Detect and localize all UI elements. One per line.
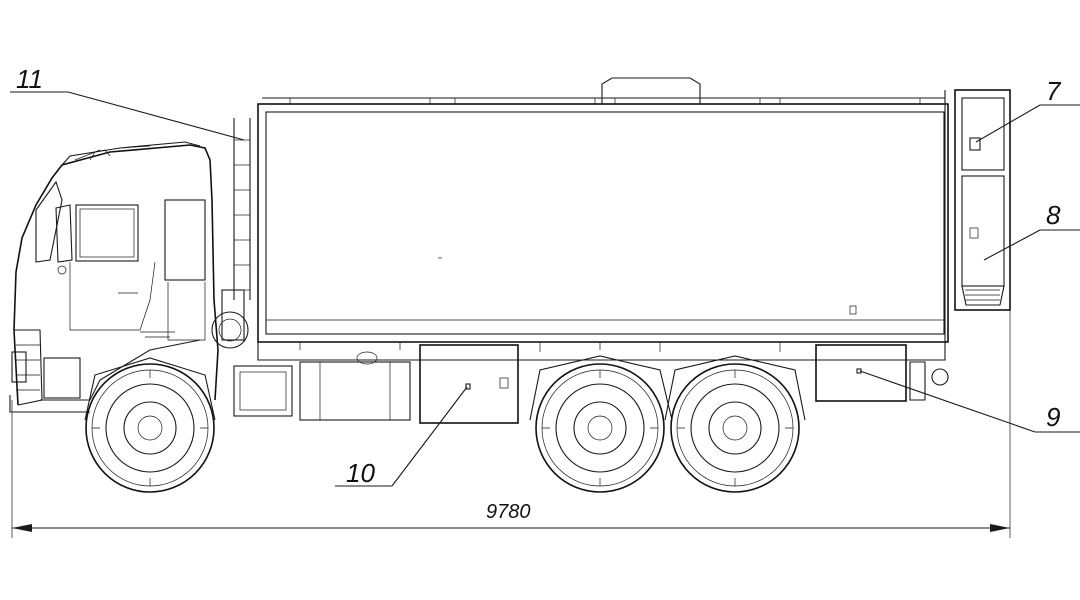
leader-lines [10, 91, 1080, 487]
dimension-label-length: 9780 [486, 501, 531, 523]
overall-length-dimension [11, 310, 1011, 538]
rear-cabinet [954, 89, 1011, 311]
callout-11: 11 [16, 64, 43, 94]
chassis-equipment [233, 344, 949, 424]
callout-8: 8 [1046, 200, 1061, 230]
callout-7: 7 [1046, 76, 1062, 106]
callout-9: 9 [1046, 402, 1060, 432]
truck-cab [9, 141, 219, 413]
rear-fender [664, 355, 806, 421]
callout-10: 10 [346, 458, 375, 488]
front-fender [84, 357, 216, 421]
rear-wheel [670, 363, 800, 493]
middle-wheel [535, 363, 665, 493]
cab-ladder [211, 118, 251, 349]
cargo-body [257, 77, 949, 361]
middle-fender [529, 355, 673, 421]
front-wheel [85, 363, 215, 493]
